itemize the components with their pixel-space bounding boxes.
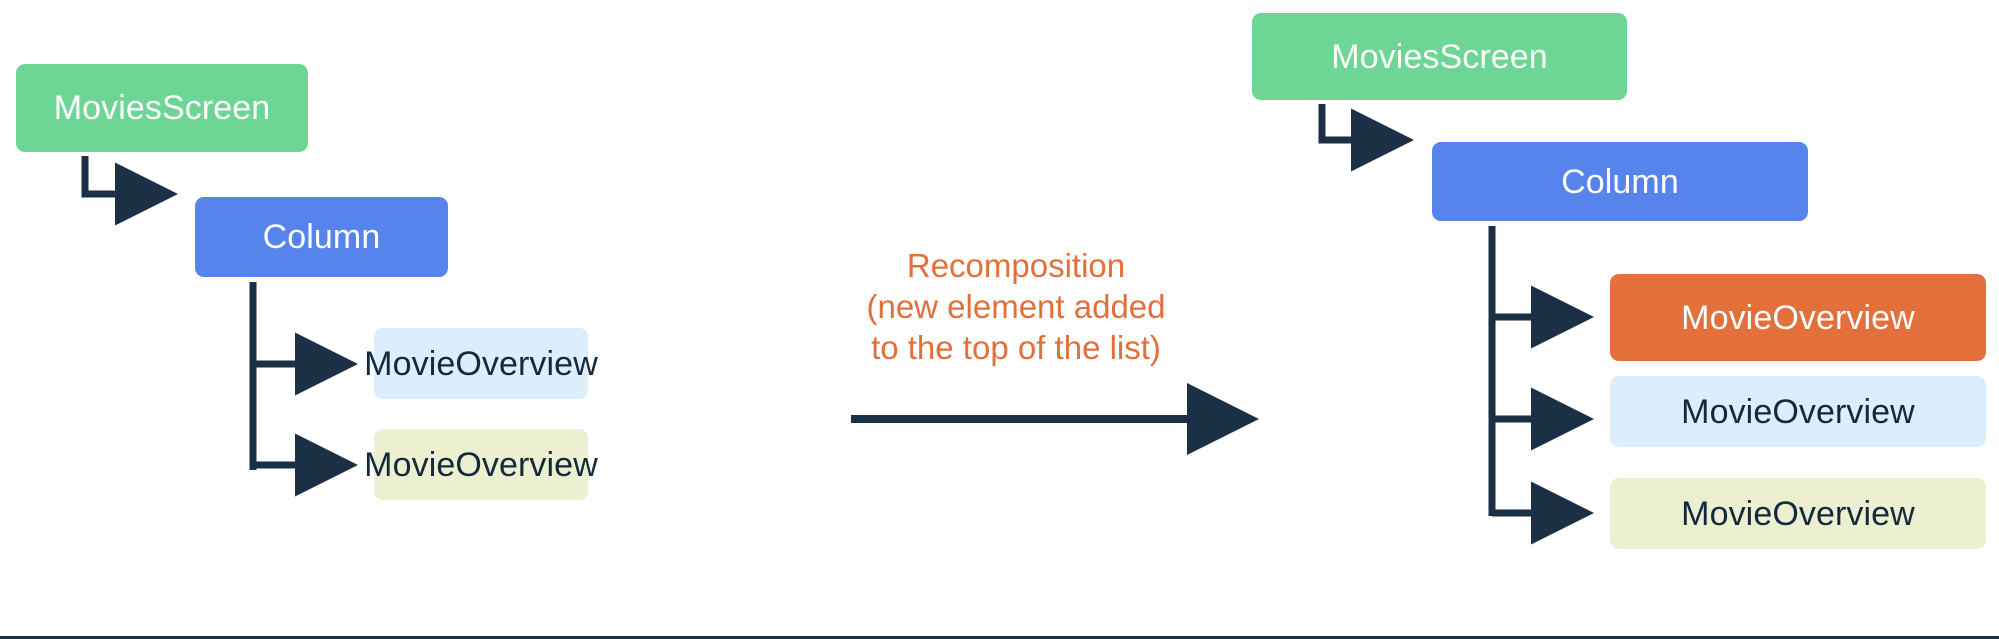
right-node-movie-overview-1[interactable]: MovieOverview bbox=[1610, 274, 1986, 361]
left-node-column[interactable]: Column bbox=[195, 197, 448, 277]
bottom-border bbox=[0, 636, 1999, 639]
left-node-column-label: Column bbox=[262, 218, 381, 256]
recomposition-caption: Recomposition (new element added to the … bbox=[866, 247, 1166, 366]
left-node-movies-screen[interactable]: MoviesScreen bbox=[16, 64, 308, 152]
right-node-movie-overview-3-label: MovieOverview bbox=[1681, 494, 1915, 533]
right-node-movie-overview-1-label: MovieOverview bbox=[1681, 298, 1915, 337]
left-node-movie-overview-2[interactable]: MovieOverview bbox=[364, 429, 598, 500]
right-node-movies-screen[interactable]: MoviesScreen bbox=[1252, 13, 1627, 100]
left-node-movies-screen-label: MoviesScreen bbox=[53, 89, 271, 127]
left-node-movie-overview-1[interactable]: MovieOverview bbox=[364, 328, 598, 399]
right-node-column[interactable]: Column bbox=[1432, 142, 1808, 221]
right-node-movie-overview-2[interactable]: MovieOverview bbox=[1610, 376, 1986, 447]
connector-left-screen-to-column bbox=[81, 156, 178, 226]
left-node-movie-overview-2-label: MovieOverview bbox=[364, 445, 598, 484]
right-node-movies-screen-label: MoviesScreen bbox=[1331, 37, 1548, 76]
right-node-column-label: Column bbox=[1561, 162, 1679, 201]
connector-right-screen-to-column bbox=[1318, 104, 1414, 172]
right-node-movie-overview-2-label: MovieOverview bbox=[1681, 392, 1915, 431]
right-node-movie-overview-3[interactable]: MovieOverview bbox=[1610, 478, 1986, 549]
left-node-movie-overview-1-label: MovieOverview bbox=[364, 344, 598, 383]
